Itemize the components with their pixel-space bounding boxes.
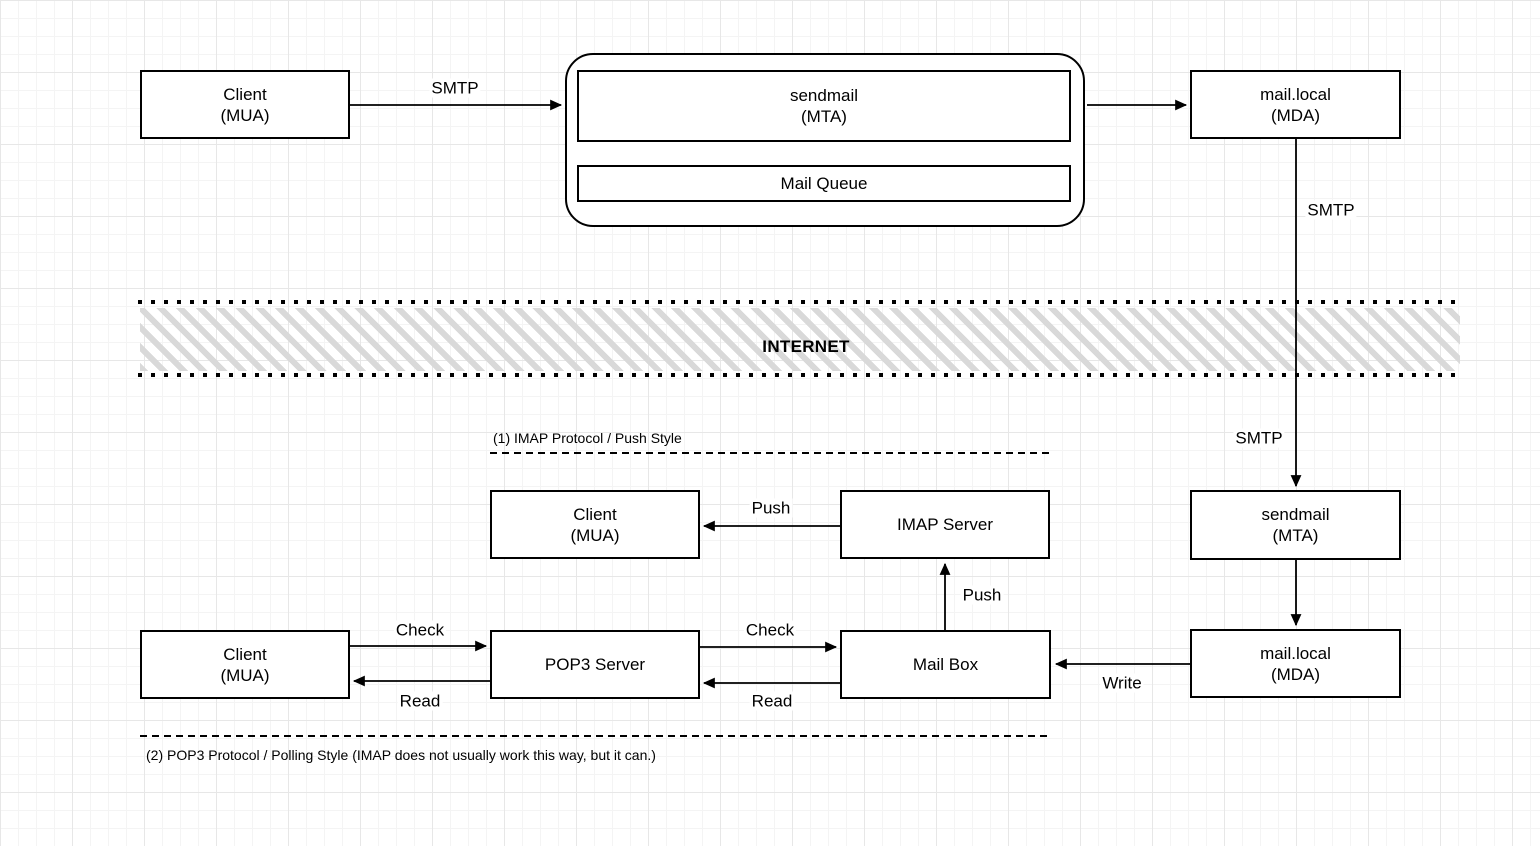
edge-label-write: Write bbox=[1100, 673, 1144, 693]
internet-label: INTERNET bbox=[762, 337, 850, 356]
internet-band-top-border bbox=[138, 300, 1462, 304]
node-mda-top: mail.local (MDA) bbox=[1190, 70, 1401, 139]
section-pop3-title: (2) POP3 Protocol / Polling Style (IMAP … bbox=[146, 747, 656, 763]
section-pop3-divider bbox=[140, 735, 1052, 737]
section-imap-title: (1) IMAP Protocol / Push Style bbox=[493, 430, 682, 446]
edge-label-check-left: Check bbox=[393, 620, 447, 640]
node-client-pop3: Client (MUA) bbox=[140, 630, 350, 699]
internet-band-hatch bbox=[140, 308, 1460, 371]
edge-label-read-right: Read bbox=[749, 691, 795, 711]
edge-label-push-vertical: Push bbox=[960, 585, 1004, 605]
edge-label-smtp-mid: SMTP bbox=[1305, 200, 1357, 220]
edge-label-smtp-top: SMTP bbox=[429, 78, 481, 98]
node-client-top: Client (MUA) bbox=[140, 70, 350, 139]
edge-label-smtp-lower: SMTP bbox=[1233, 428, 1285, 448]
node-sendmail-top: sendmail (MTA) bbox=[577, 70, 1071, 142]
internet-band-bottom-border bbox=[138, 373, 1462, 377]
node-mta-container: sendmail (MTA) Mail Queue bbox=[565, 53, 1085, 227]
edge-label-check-right: Check bbox=[743, 620, 797, 640]
node-pop3-server: POP3 Server bbox=[490, 630, 700, 699]
node-client-imap: Client (MUA) bbox=[490, 490, 700, 559]
node-mda-bottom: mail.local (MDA) bbox=[1190, 629, 1401, 698]
node-imap-server: IMAP Server bbox=[840, 490, 1050, 559]
node-sendmail-bottom: sendmail (MTA) bbox=[1190, 490, 1401, 560]
edge-label-read-left: Read bbox=[397, 691, 443, 711]
node-mail-queue: Mail Queue bbox=[577, 165, 1071, 202]
edge-label-push-horizontal: Push bbox=[749, 498, 793, 518]
node-mail-box: Mail Box bbox=[840, 630, 1051, 699]
section-imap-divider bbox=[490, 452, 1052, 454]
